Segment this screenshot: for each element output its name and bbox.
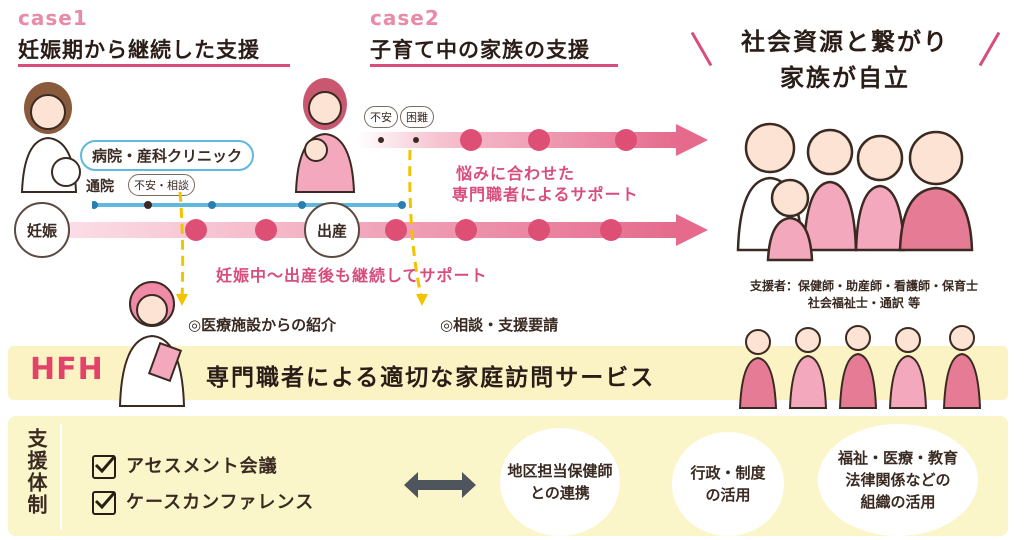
hospital-label: 病院・産科クリニック bbox=[80, 140, 255, 171]
case1-tag: case1 bbox=[18, 6, 88, 30]
hfh-service-text: 専門職者による適切な家庭訪問サービス bbox=[206, 365, 656, 391]
collab-circle-3-line3: 組織の活用 bbox=[860, 493, 936, 511]
upper-mini-dot-1 bbox=[378, 137, 384, 143]
case2-tag: case2 bbox=[370, 6, 440, 30]
checkbox-icon bbox=[92, 491, 116, 515]
case2-title: 子育て中の家族の支援 bbox=[370, 38, 590, 62]
bubble-difficulty: 困難 bbox=[400, 106, 434, 128]
lower-dot-4 bbox=[455, 219, 477, 241]
collab-circle-2: 行政・制度の活用 bbox=[672, 432, 784, 536]
goal-slash-right bbox=[978, 31, 1001, 67]
pregnancy-marker: 妊娠 bbox=[14, 202, 70, 258]
birth-marker: 出産 bbox=[304, 202, 360, 258]
mother-with-baby-icon bbox=[294, 78, 356, 193]
supporters-line2: 社会福祉士・通訳 等 bbox=[807, 296, 921, 310]
collab-circle-3: 福祉・医療・教育法律関係などの組織の活用 bbox=[818, 424, 978, 536]
collab-circle-2-line2: の活用 bbox=[705, 486, 751, 504]
lower-dot-2 bbox=[255, 219, 277, 241]
supporters-list: 支援者：保健師・助産師・看護師・保育士 社会福祉士・通訳 等 bbox=[714, 278, 1014, 312]
support-divider bbox=[60, 424, 62, 530]
goal-line1: 社会資源と繋がり bbox=[741, 28, 949, 56]
upper-support-text-2: 専門職者によるサポート bbox=[452, 185, 639, 204]
double-arrow-icon bbox=[404, 472, 476, 498]
upper-timeline-arrow bbox=[358, 124, 708, 156]
bubble-anxiety-consult: 不安・相談 bbox=[128, 174, 195, 196]
upper-mini-dot-2 bbox=[413, 137, 419, 143]
lower-dot-1 bbox=[185, 219, 207, 241]
upper-support-text-1: 悩みに合わせた bbox=[456, 164, 576, 183]
clinic-visit-line bbox=[92, 201, 406, 209]
lower-dot-3 bbox=[385, 219, 407, 241]
support-item-2-label: ケースカンファレンス bbox=[126, 492, 315, 513]
family-icon bbox=[736, 122, 974, 262]
support-item-2: ケースカンファレンス bbox=[92, 488, 314, 515]
nurse-icon bbox=[118, 281, 186, 407]
checkbox-icon bbox=[92, 455, 116, 479]
collab-circle-1-line1: 地区担当保健師 bbox=[507, 462, 613, 480]
support-item-1: アセスメント会議 bbox=[92, 452, 278, 479]
collab-circle-3-line2: 法律関係などの bbox=[845, 471, 951, 489]
goal-heading: 社会資源と繋がり 家族が自立 bbox=[710, 24, 980, 96]
collab-circle-1-line2: との連携 bbox=[530, 484, 590, 502]
bubble-anxiety: 不安 bbox=[364, 106, 398, 128]
lower-dot-6 bbox=[600, 219, 622, 241]
upper-dot-2 bbox=[528, 129, 550, 151]
staff-group-icon bbox=[738, 325, 982, 409]
case1-title: 妊娠期から継続した支援 bbox=[18, 38, 260, 62]
visit-label: 通院 bbox=[86, 179, 114, 195]
referral-medical: ◎医療施設からの紹介 bbox=[188, 316, 337, 334]
collab-circle-3-line1: 福祉・医療・教育 bbox=[837, 449, 958, 467]
lower-dot-5 bbox=[528, 219, 550, 241]
hfh-label: HFH bbox=[30, 352, 104, 387]
referral-consult: ◎相談・支援要請 bbox=[440, 316, 559, 334]
collab-circle-2-line1: 行政・制度 bbox=[690, 464, 766, 482]
case1-underline bbox=[18, 64, 290, 67]
pregnant-woman-icon bbox=[20, 82, 81, 193]
collab-circle-1: 地区担当保健師との連携 bbox=[500, 428, 620, 536]
supporters-line1: 支援者：保健師・助産師・看護師・保育士 bbox=[749, 279, 978, 293]
case2-underline bbox=[370, 64, 618, 67]
upper-dot-3 bbox=[615, 129, 637, 151]
upper-dot-1 bbox=[460, 129, 482, 151]
referral-arrows bbox=[176, 150, 428, 306]
goal-line2: 家族が自立 bbox=[780, 64, 910, 92]
support-item-1-label: アセスメント会議 bbox=[126, 456, 278, 477]
support-system-heading: 支援体制 bbox=[24, 428, 48, 516]
